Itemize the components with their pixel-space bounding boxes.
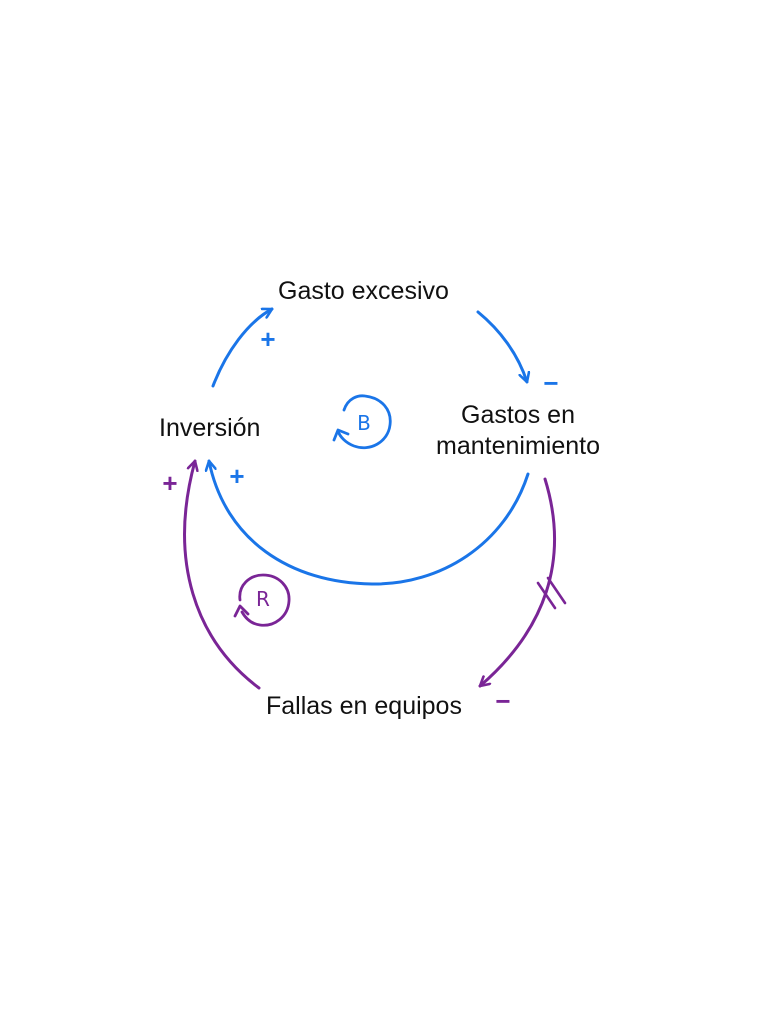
reinforcing-loop-marker: R	[233, 573, 291, 627]
loop-arrow-icon	[238, 573, 291, 627]
loop-arrowhead-icon	[233, 604, 250, 618]
balancing-loop-letter: B	[357, 411, 371, 435]
loop-arrowhead-icon	[332, 428, 350, 442]
node-fallas-equipos-text: Fallas en equipos	[266, 692, 462, 720]
node-gastos-mantenimiento-line-2: mantenimiento	[436, 432, 600, 460]
polarity-mant-to-fallas: −	[495, 686, 510, 716]
node-gastos-mantenimiento-line-1: Gastos en	[461, 401, 575, 429]
arrow-gasto-excesivo-to-mantenimiento	[476, 310, 527, 384]
arrow-mantenimiento-to-inversion	[209, 459, 530, 586]
delay-mark	[536, 576, 567, 610]
loop-arrow-icon	[336, 394, 392, 450]
arrow-mantenimiento-to-fallas	[478, 477, 557, 688]
arrow-inversion-to-gasto-excesivo	[211, 307, 274, 388]
polarity-gasto-to-mant: −	[543, 368, 558, 398]
arrow-fallas-to-inversion	[183, 459, 261, 690]
node-inversion: Inversión	[159, 413, 260, 444]
node-gasto-excesivo-text: Gasto excesivo	[278, 277, 449, 305]
balancing-loop-marker: B	[332, 394, 392, 450]
polarity-mant-to-inv: +	[229, 461, 244, 491]
node-fallas-equipos: Fallas en equipos	[266, 691, 462, 722]
reinforcing-loop-letter: R	[256, 587, 270, 611]
polarity-inv-to-gasto: +	[260, 324, 275, 354]
node-inversion-text: Inversión	[159, 414, 261, 442]
node-gasto-excesivo: Gasto excesivo	[278, 276, 449, 307]
polarity-fallas-to-inv: +	[162, 468, 177, 498]
node-gastos-mantenimiento: Gastos en mantenimiento	[436, 400, 600, 462]
